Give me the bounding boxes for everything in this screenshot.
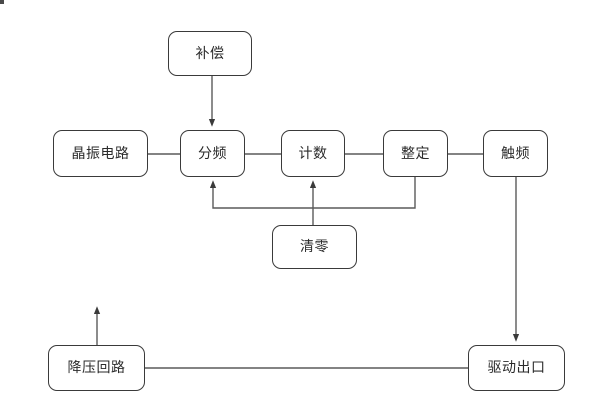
node-qingling-label: 清零	[300, 239, 329, 255]
node-buchang-label: 补偿	[195, 45, 225, 62]
node-jingzhen-dianlu[interactable]: 晶振电路	[53, 130, 148, 177]
node-chupin-label: 触频	[501, 145, 530, 162]
node-jiangya-huilu[interactable]: 降压回路	[48, 345, 145, 391]
node-qudong-chukou[interactable]: 驱动出口	[468, 345, 565, 391]
node-qingling[interactable]: 清零	[272, 225, 357, 269]
node-jishu[interactable]: 计数	[281, 130, 345, 177]
node-jishu-label: 计数	[298, 145, 328, 162]
node-jingzhen-dianlu-label: 晶振电路	[71, 145, 130, 162]
node-fenpin-label: 分频	[198, 145, 227, 162]
control-module-boundary	[0, 0, 4, 4]
node-fenpin[interactable]: 分频	[180, 130, 245, 177]
node-qudong-chukou-label: 驱动出口	[487, 360, 546, 376]
edge-zhengding-to-fenpin	[209, 177, 416, 209]
node-jiangya-huilu-label: 降压回路	[67, 360, 126, 376]
node-chupin[interactable]: 触频	[483, 130, 548, 177]
node-zhengding[interactable]: 整定	[383, 130, 448, 177]
node-zhengding-label: 整定	[401, 145, 430, 162]
node-buchang[interactable]: 补偿	[168, 31, 252, 76]
